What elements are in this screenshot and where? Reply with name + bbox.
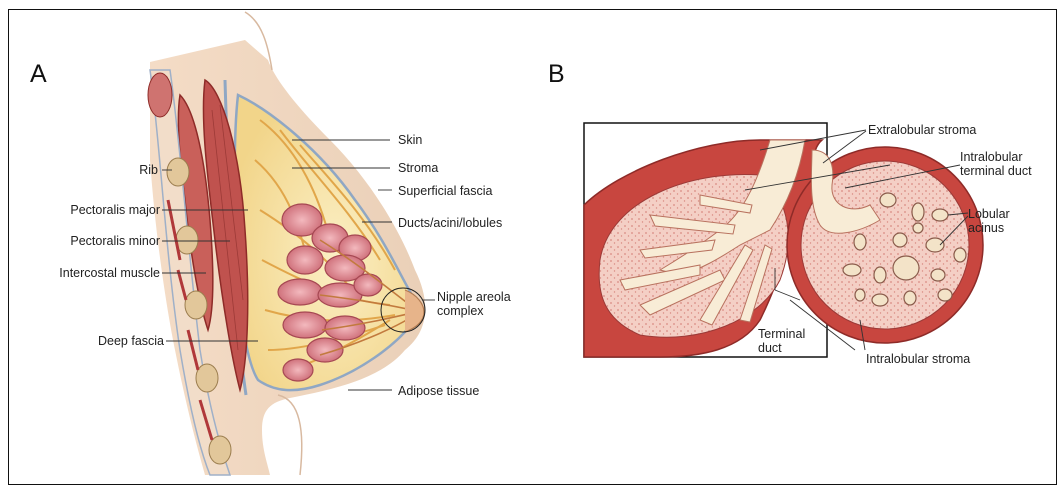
- label-pectoralis-minor: Pectoralis minor: [30, 234, 160, 248]
- label-stroma: Stroma: [398, 161, 438, 175]
- label-skin: Skin: [398, 133, 422, 147]
- panel-a-illustration: [148, 12, 435, 475]
- label-deep-fascia: Deep fascia: [40, 334, 164, 348]
- label-terminal-duct: Terminal duct: [758, 327, 814, 355]
- right-lobe: [787, 147, 983, 343]
- label-nipple-areola-complex: Nipple areola complex: [437, 290, 527, 318]
- label-intercostal-muscle: Intercostal muscle: [20, 266, 160, 280]
- label-pectoralis-major: Pectoralis major: [30, 203, 160, 217]
- panel-b-illustration: [584, 123, 983, 357]
- label-intralobular-terminal-duct: Intralobular terminal duct: [960, 150, 1050, 178]
- label-superficial-fascia: Superficial fascia: [398, 184, 493, 198]
- label-lobular-acinus: Lobular acinus: [968, 207, 1018, 235]
- label-rib: Rib: [100, 163, 158, 177]
- label-intralobular-stroma: Intralobular stroma: [866, 352, 970, 366]
- label-adipose-tissue: Adipose tissue: [398, 384, 479, 398]
- label-extralobular-stroma: Extralobular stroma: [868, 123, 976, 137]
- label-ducts-acini-lobules: Ducts/acini/lobules: [398, 216, 502, 230]
